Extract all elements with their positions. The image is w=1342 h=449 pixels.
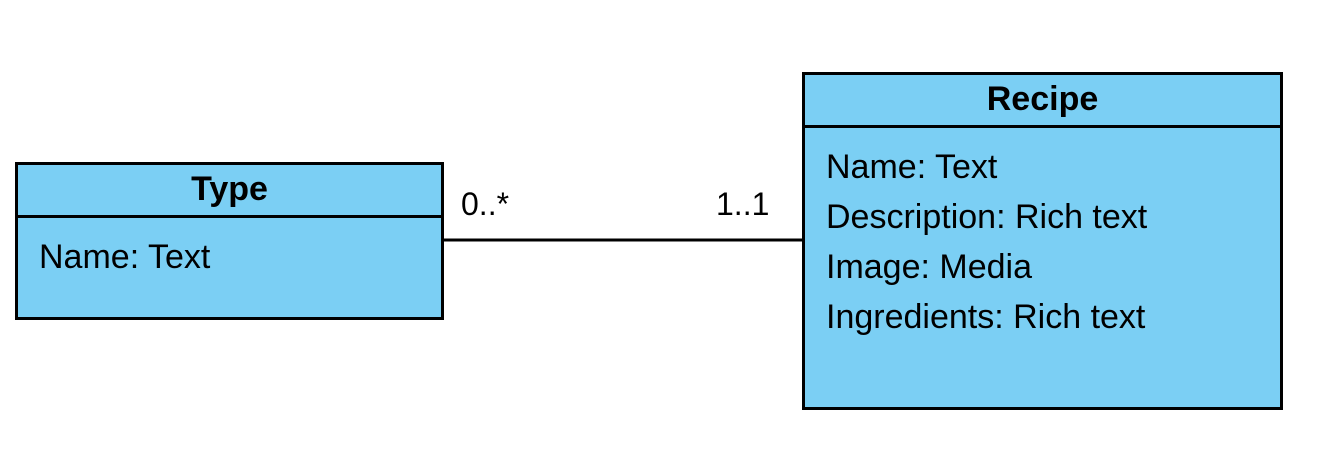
recipe-class-box[interactable]: Recipe Name: Text Description: Rich text…: [802, 72, 1283, 410]
type-multiplicity-label: 0..*: [461, 186, 510, 222]
type-class-box[interactable]: Type Name: Text: [15, 162, 444, 320]
recipe-attribute-description: Description: Rich text: [826, 198, 1148, 236]
recipe-class-name: Recipe: [805, 75, 1280, 128]
recipe-attribute-image: Image: Media: [826, 248, 1032, 286]
type-class-attributes: Name: Text: [18, 218, 441, 282]
recipe-attribute-ingredients: Ingredients: Rich text: [826, 298, 1146, 336]
type-class-name: Type: [18, 165, 441, 218]
recipe-multiplicity-label: 1..1: [716, 186, 770, 222]
type-attribute-name: Name: Text: [39, 238, 211, 276]
recipe-attribute-name: Name: Text: [826, 148, 998, 186]
recipe-class-attributes: Name: Text Description: Rich text Image:…: [805, 128, 1280, 342]
